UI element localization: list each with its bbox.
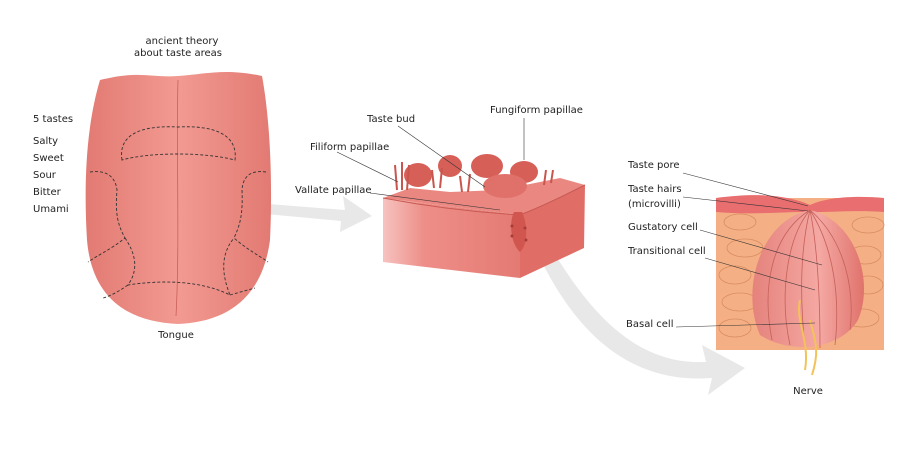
nerve-fibers xyxy=(798,299,818,376)
straight-arrow xyxy=(266,196,372,232)
label-gustatory-cell: Gustatory cell xyxy=(628,222,698,233)
label-fungiform-papillae: Fungiform papillae xyxy=(490,105,583,116)
theory-title-line1: ancient theory xyxy=(145,36,219,47)
taste-bitter: Bitter xyxy=(33,187,61,198)
taste-bud-illustration xyxy=(675,172,885,376)
taste-area-lines xyxy=(87,126,269,299)
tastes-heading: 5 tastes xyxy=(33,114,74,125)
taste-sour: Sour xyxy=(33,170,56,181)
tongue-caption: Tongue xyxy=(158,330,194,341)
taste-salty: Salty xyxy=(33,136,59,147)
papillae-block-illustration xyxy=(336,118,586,278)
label-vallate-papillae: Vallate papillae xyxy=(295,185,372,196)
taste-umami: Umami xyxy=(33,204,69,215)
label-taste-pore: Taste pore xyxy=(628,160,680,171)
theory-title-line2: about taste areas xyxy=(133,48,223,59)
label-filiform-papillae: Filiform papillae xyxy=(310,142,390,153)
label-microvilli: (microvilli) xyxy=(628,199,681,210)
label-transitional-cell: Transitional cell xyxy=(628,246,706,257)
label-basal-cell: Basal cell xyxy=(626,319,674,330)
taste-sweet: Sweet xyxy=(33,153,64,164)
label-nerve: Nerve xyxy=(793,386,823,397)
tongue-illustration xyxy=(85,71,272,324)
label-taste-hairs: Taste hairs xyxy=(628,184,682,195)
fungiform-papillae xyxy=(404,154,538,198)
filiform-papillae xyxy=(394,162,554,193)
label-taste-bud: Taste bud xyxy=(367,114,416,125)
curved-arrow xyxy=(528,228,745,395)
